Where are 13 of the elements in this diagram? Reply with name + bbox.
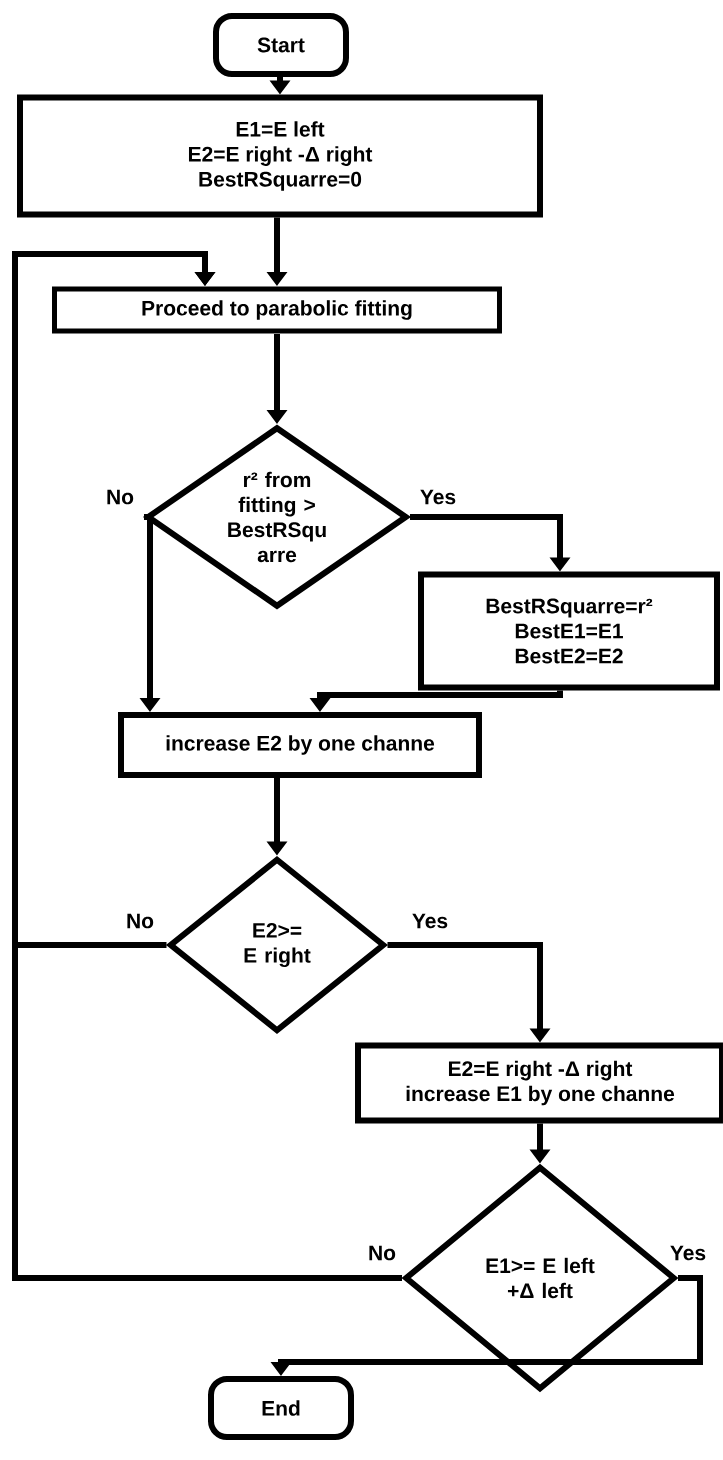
process-box: E2=E right -Δ right increase E1 by one channe <box>355 1042 723 1124</box>
edge-label: No <box>105 488 135 506</box>
process-box: E1=E left E2=E right -Δ right BestRSquarre=0 <box>17 94 543 218</box>
process-box: increase E2 by one channe <box>118 712 482 778</box>
edge-label: No <box>367 1244 397 1262</box>
edge-label: Yes <box>418 488 458 506</box>
process-box: Proceed to parabolic fitting <box>52 286 502 334</box>
process-box: BestRSquarre=r² BestE1=E1 BestE2=E2 <box>418 571 720 691</box>
edge-label: No <box>125 912 155 930</box>
edge-label: Yes <box>410 912 450 930</box>
terminal-box: Start <box>213 13 349 77</box>
terminal-box: End <box>208 1376 354 1440</box>
arrow <box>12 251 402 1281</box>
